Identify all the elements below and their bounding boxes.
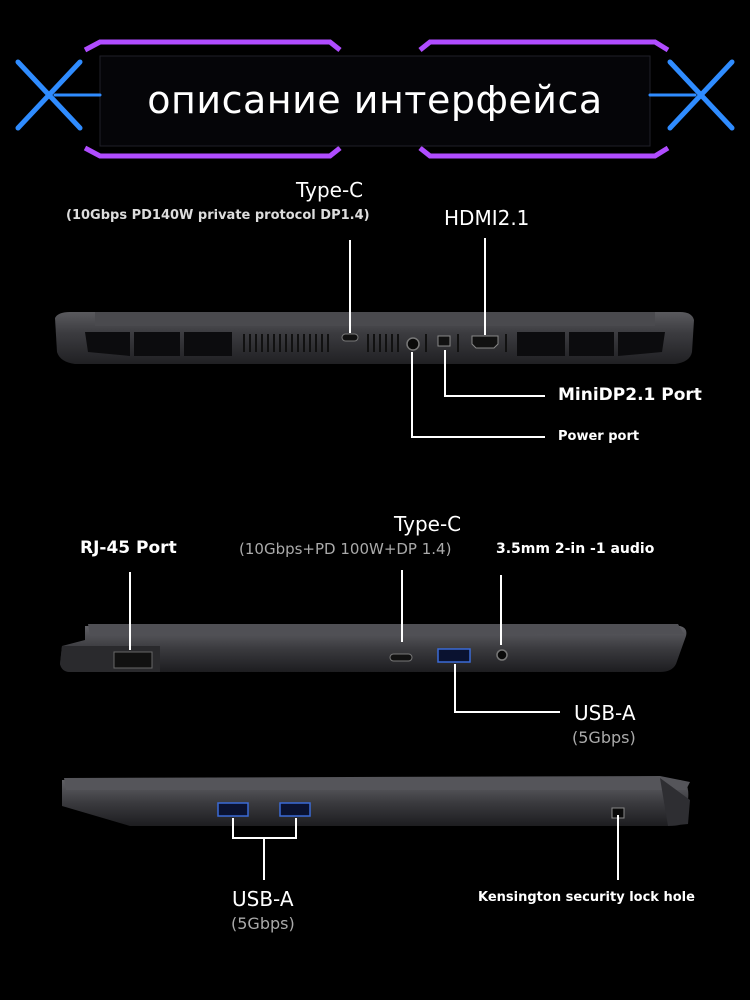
x-emblem-right-icon bbox=[648, 59, 735, 131]
port-usba-right-1 bbox=[217, 802, 249, 817]
x-emblem-left-icon bbox=[15, 59, 102, 131]
grille bbox=[243, 334, 507, 352]
port-hdmi bbox=[471, 335, 499, 349]
port-typec-back bbox=[341, 333, 359, 342]
label-rj45: RJ-45 Port bbox=[80, 538, 177, 558]
port-typec-left bbox=[389, 653, 413, 662]
port-audio bbox=[496, 649, 508, 661]
label-usba-right-spec: (5Gbps) bbox=[231, 914, 295, 933]
port-power bbox=[406, 337, 420, 351]
vent-left bbox=[85, 332, 232, 356]
label-typec-left: Type-C bbox=[394, 512, 462, 536]
label-usba-left-spec: (5Gbps) bbox=[572, 728, 636, 747]
page-title: описание интерфейса bbox=[147, 78, 603, 122]
label-hdmi: HDMI2.1 bbox=[444, 206, 530, 230]
laptop-left-side-view bbox=[60, 624, 687, 672]
label-usba-left: USB-A bbox=[574, 701, 636, 725]
label-typec-back-spec: (10Gbps PD140W private protocol DP1.4) bbox=[66, 208, 370, 223]
label-typec-back: Type-C bbox=[296, 178, 364, 202]
port-minidp bbox=[437, 335, 451, 347]
vent-right bbox=[517, 332, 665, 356]
label-kensington: Kensington security lock hole bbox=[478, 890, 695, 905]
label-usba-right: USB-A bbox=[232, 887, 294, 911]
label-typec-left-spec: (10Gbps+PD 100W+DP 1.4) bbox=[239, 540, 452, 558]
left-leaders bbox=[129, 570, 560, 713]
label-minidp: MiniDP2.1 Port bbox=[558, 385, 702, 405]
laptop-right-side-view bbox=[62, 776, 690, 826]
right-leaders bbox=[232, 815, 619, 880]
header-frame bbox=[83, 39, 670, 159]
back-leaders bbox=[349, 238, 545, 438]
port-usba-right-2 bbox=[279, 802, 311, 817]
label-power: Power port bbox=[558, 429, 640, 444]
laptop-back-view bbox=[55, 312, 694, 364]
port-usba-left bbox=[437, 648, 471, 663]
label-audio: 3.5mm 2-in -1 audio bbox=[496, 541, 655, 557]
port-rj45 bbox=[113, 651, 153, 669]
